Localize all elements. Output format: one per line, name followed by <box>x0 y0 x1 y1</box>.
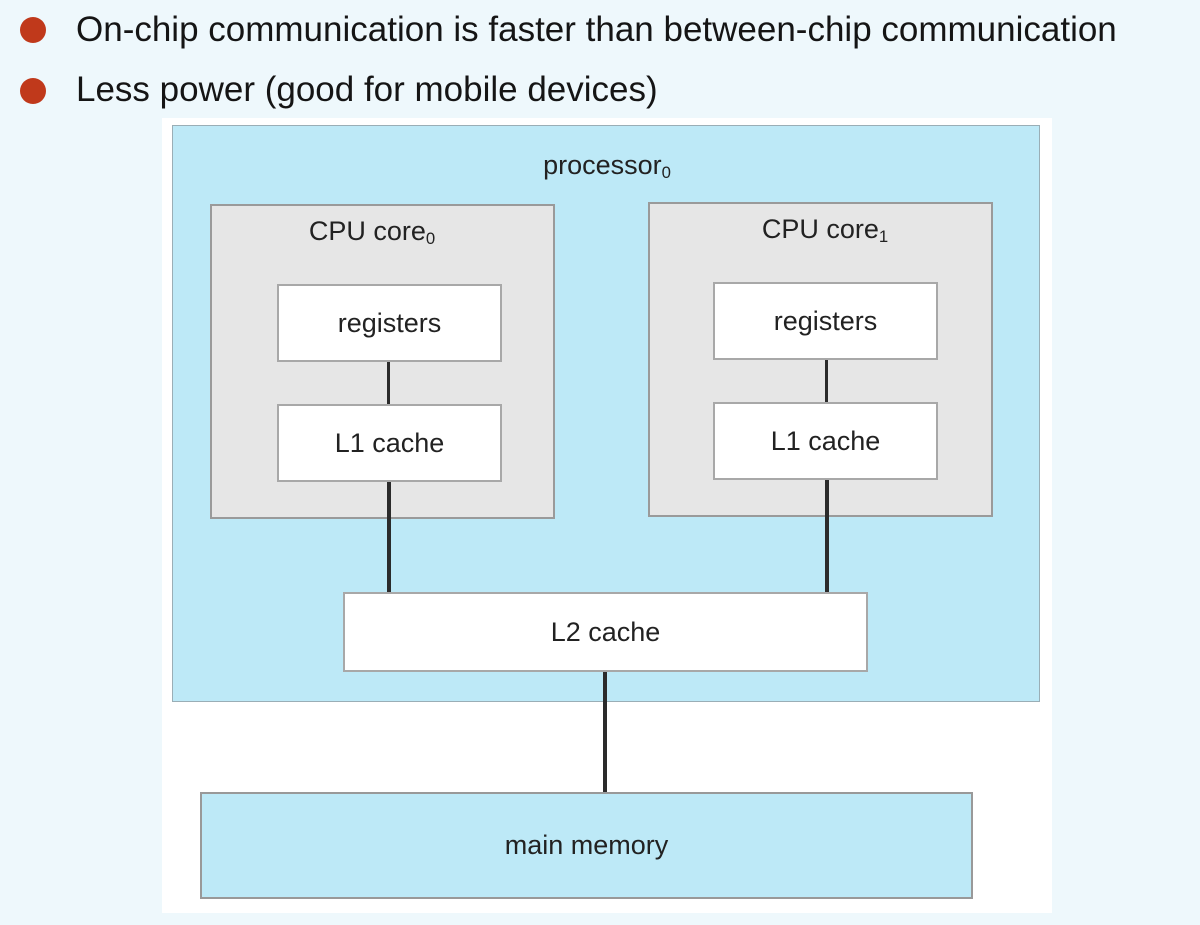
core-0-l1-l2-connector <box>387 482 391 592</box>
l2-memory-connector <box>603 672 607 792</box>
processor-label: processor0 <box>543 150 671 183</box>
cpu-core-0-label: CPU core0 <box>308 216 436 249</box>
cpu-core-1-label: CPU core1 <box>761 214 889 247</box>
core-1-l1-l2-connector <box>825 480 829 592</box>
core-0-l1-cache-box: L1 cache <box>277 404 502 482</box>
core-0-registers-l1-connector <box>387 362 390 404</box>
diagram-canvas: processor0 CPU core0 registers L1 cache … <box>162 118 1052 913</box>
main-memory-box: main memory <box>200 792 973 899</box>
bullet-dot-icon <box>20 17 46 43</box>
l2-cache-box: L2 cache <box>343 592 868 672</box>
core-1-registers-l1-connector <box>825 360 828 402</box>
core-1-registers-box: registers <box>713 282 938 360</box>
bullet-text: Less power (good for mobile devices) <box>76 70 658 109</box>
bullet-dot-icon <box>20 78 46 104</box>
core-1-l1-cache-box: L1 cache <box>713 402 938 480</box>
bullet-text: On-chip communication is faster than bet… <box>76 10 1117 49</box>
core-0-registers-box: registers <box>277 284 502 362</box>
